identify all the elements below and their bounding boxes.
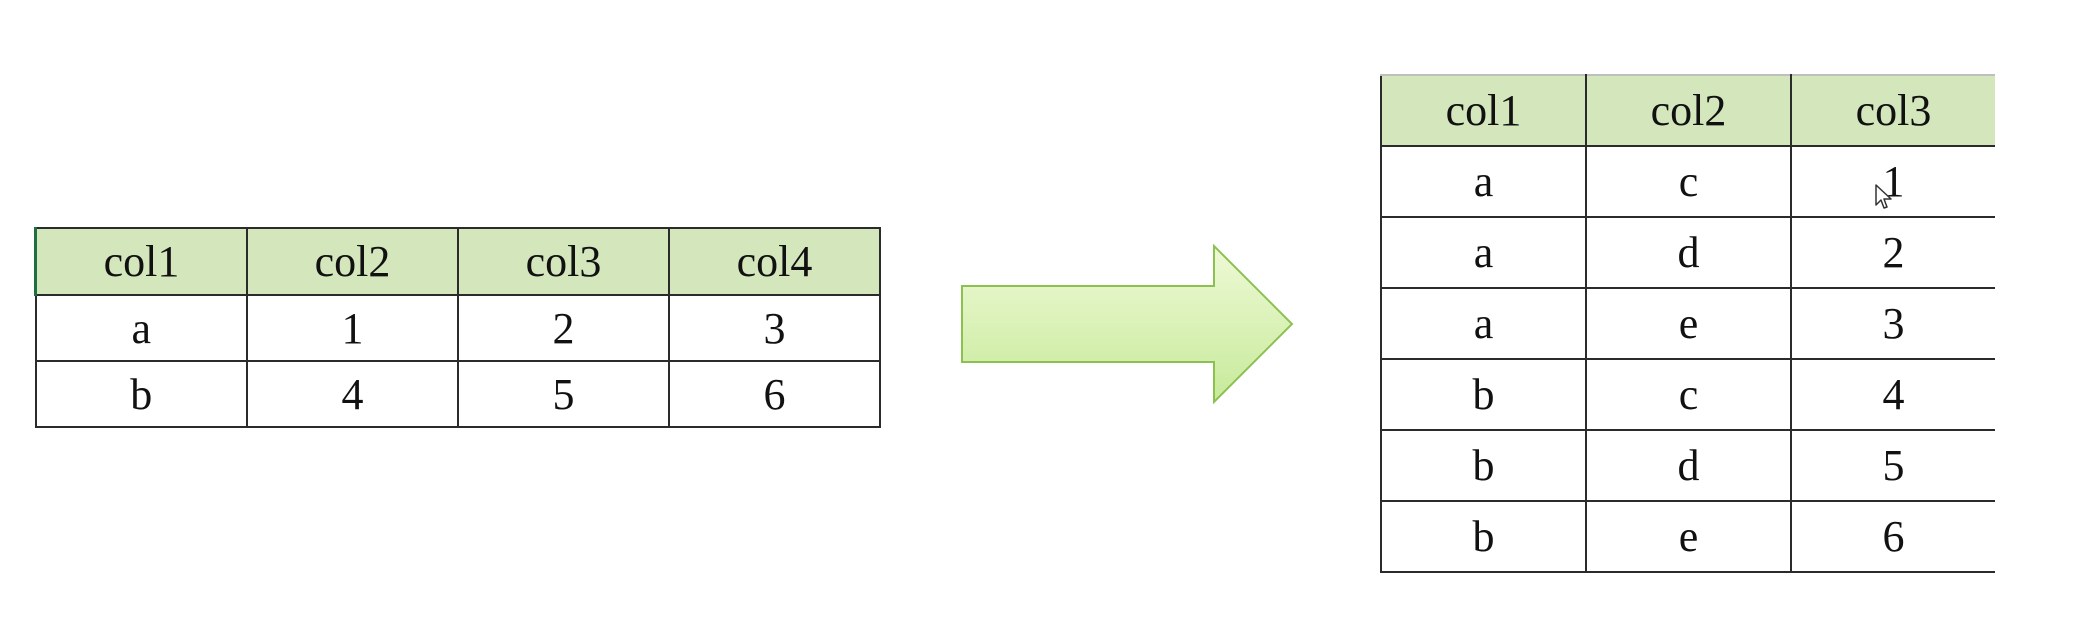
result-cell[interactable]: b (1380, 429, 1587, 502)
source-table-row: a 1 2 3 (34, 294, 881, 362)
right-arrow-shape (961, 243, 1294, 405)
source-cell[interactable]: 2 (457, 294, 670, 362)
result-header-cell[interactable]: col1 (1380, 74, 1587, 147)
result-cell[interactable]: a (1380, 287, 1587, 360)
source-cell[interactable]: 3 (668, 294, 881, 362)
result-cell[interactable]: c (1585, 145, 1792, 218)
source-table: col1 col2 col3 col4 a 1 2 3 b 4 5 6 (34, 227, 881, 428)
result-header-cell[interactable]: col2 (1585, 74, 1792, 147)
result-cell[interactable]: a (1380, 145, 1587, 218)
result-table-row: a e 3 (1380, 287, 1995, 360)
result-cell[interactable]: b (1380, 500, 1587, 573)
result-cell[interactable]: e (1585, 287, 1792, 360)
source-cell[interactable]: 6 (668, 360, 881, 428)
source-header-cell[interactable]: col4 (668, 227, 881, 296)
result-table: col1 col2 col3 a c 1 a d 2 a e 3 b c 4 b… (1380, 74, 1995, 573)
source-header-cell[interactable]: col3 (457, 227, 670, 296)
result-table-row: b e 6 (1380, 500, 1995, 573)
source-header-cell[interactable]: col1 (34, 227, 248, 296)
result-table-row: a d 2 (1380, 216, 1995, 289)
result-cell[interactable]: b (1380, 358, 1587, 431)
result-cell[interactable]: e (1585, 500, 1792, 573)
result-cell[interactable]: a (1380, 216, 1587, 289)
result-table-row: b d 5 (1380, 429, 1995, 502)
result-cell[interactable]: c (1585, 358, 1792, 431)
result-cell[interactable]: 6 (1790, 500, 1995, 573)
right-arrow-icon (958, 243, 1298, 410)
source-cell[interactable]: 5 (457, 360, 670, 428)
result-cell[interactable]: d (1585, 216, 1792, 289)
source-cell[interactable]: 4 (246, 360, 459, 428)
result-cell[interactable]: 4 (1790, 358, 1995, 431)
result-cell[interactable]: 3 (1790, 287, 1995, 360)
source-cell[interactable]: a (34, 294, 248, 362)
source-header-row: col1 col2 col3 col4 (34, 227, 881, 296)
source-cell[interactable]: 1 (246, 294, 459, 362)
result-cell[interactable]: 1 (1790, 145, 1995, 218)
mouse-pointer-icon (1875, 184, 1893, 215)
result-table-row: a c 1 (1380, 145, 1995, 218)
result-cell[interactable]: 5 (1790, 429, 1995, 502)
result-header-row: col1 col2 col3 (1380, 74, 1995, 147)
result-cell[interactable]: d (1585, 429, 1792, 502)
result-cell[interactable]: 2 (1790, 216, 1995, 289)
result-table-row: b c 4 (1380, 358, 1995, 431)
source-cell[interactable]: b (34, 360, 248, 428)
mouse-pointer-shape (1875, 184, 1892, 209)
result-header-cell[interactable]: col3 (1790, 74, 1995, 147)
source-table-row: b 4 5 6 (34, 360, 881, 428)
source-header-cell[interactable]: col2 (246, 227, 459, 296)
